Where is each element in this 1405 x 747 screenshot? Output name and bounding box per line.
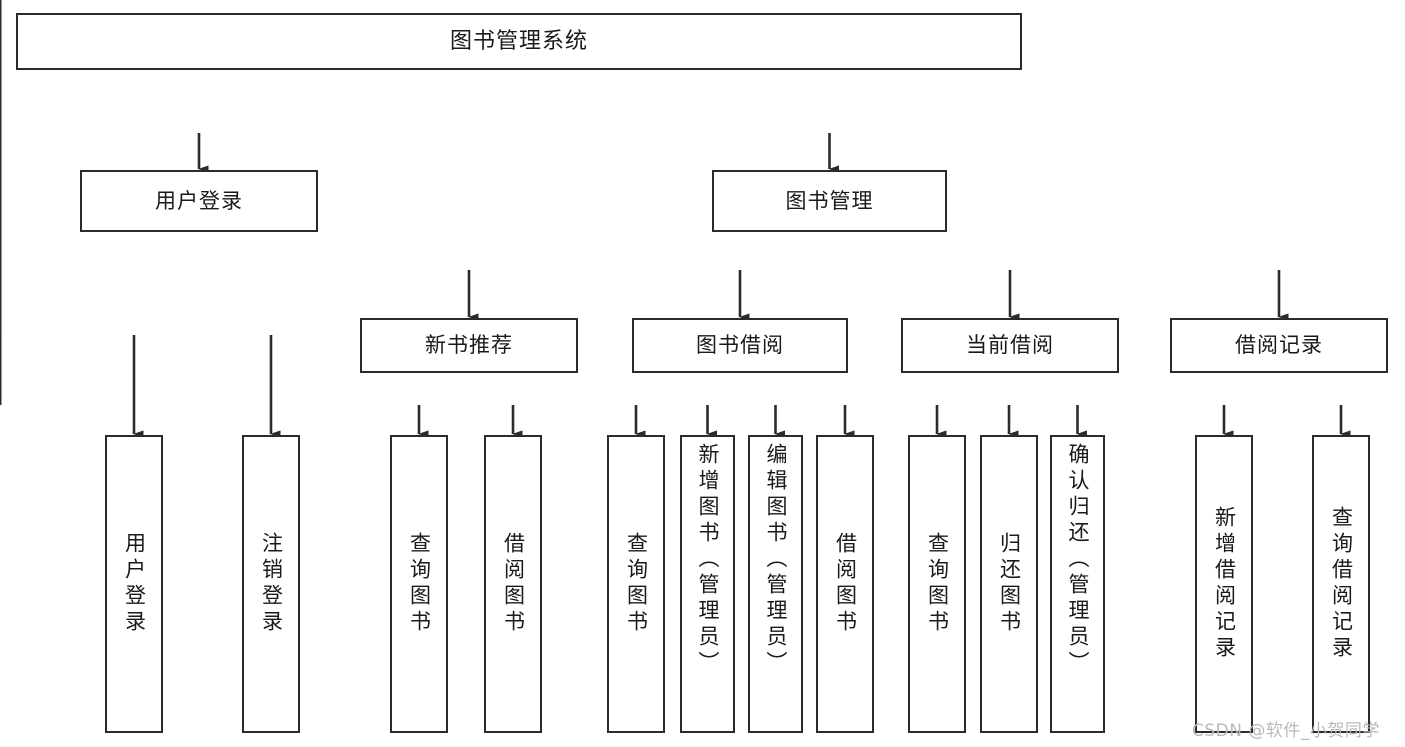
node-label: 查询图书: [624, 532, 649, 636]
leaf-leaf-borrow-book-borrow[interactable]: 借阅图书: [816, 435, 874, 733]
node-book-management[interactable]: 图书管理: [712, 170, 947, 232]
node-label: 查询图书: [925, 532, 950, 636]
node-label: 用户登录: [155, 188, 243, 213]
node-root[interactable]: 图书管理系统: [16, 13, 1022, 70]
leaf-leaf-confirm-return-admin[interactable]: 确认归还（管理员）: [1050, 435, 1105, 733]
node-label: 查询图书: [407, 532, 432, 636]
node-label: 归还图书: [997, 532, 1022, 636]
node-label: 新增图书（管理员）: [696, 443, 721, 677]
node-label: 当前借阅: [966, 333, 1054, 358]
leaf-leaf-query-book-borrow[interactable]: 查询图书: [607, 435, 665, 733]
node-label: 图书借阅: [696, 333, 784, 358]
node-new-book-recommend[interactable]: 新书推荐: [360, 318, 578, 373]
node-label: 借阅记录: [1235, 333, 1323, 358]
node-label: 图书管理系统: [449, 28, 588, 54]
leaf-leaf-logout[interactable]: 注销登录: [242, 435, 300, 733]
leaf-leaf-user-login[interactable]: 用户登录: [105, 435, 163, 733]
node-label: 新书推荐: [425, 333, 513, 358]
node-label: 用户登录: [122, 532, 147, 636]
node-label: 确认归还（管理员）: [1066, 443, 1091, 677]
leaf-leaf-borrow-book-recommend[interactable]: 借阅图书: [484, 435, 542, 733]
node-user-login[interactable]: 用户登录: [80, 170, 318, 232]
leaf-leaf-query-book-recommend[interactable]: 查询图书: [390, 435, 448, 733]
leaf-leaf-return-book[interactable]: 归还图书: [980, 435, 1038, 733]
node-label: 注销登录: [259, 532, 284, 636]
node-label: 借阅图书: [833, 532, 858, 636]
node-current-borrow[interactable]: 当前借阅: [901, 318, 1119, 373]
leaf-leaf-query-book-current[interactable]: 查询图书: [908, 435, 966, 733]
leaf-leaf-add-book-admin[interactable]: 新增图书（管理员）: [680, 435, 735, 733]
leaf-leaf-add-borrow-record[interactable]: 新增借阅记录: [1195, 435, 1253, 733]
node-label: 借阅图书: [501, 532, 526, 636]
node-label: 图书管理: [785, 188, 874, 213]
leaf-leaf-query-borrow-record[interactable]: 查询借阅记录: [1312, 435, 1370, 733]
node-book-borrow[interactable]: 图书借阅: [632, 318, 848, 373]
csdn-watermark: CSDN @软件_小贺同学: [1192, 721, 1380, 741]
node-label: 新增借阅记录: [1212, 506, 1237, 662]
node-borrow-records[interactable]: 借阅记录: [1170, 318, 1388, 373]
node-label: 查询借阅记录: [1329, 506, 1354, 662]
leaf-leaf-edit-book-admin[interactable]: 编辑图书（管理员）: [748, 435, 803, 733]
node-label: 编辑图书（管理员）: [764, 443, 789, 677]
connector-lines: [0, 0, 1351, 438]
